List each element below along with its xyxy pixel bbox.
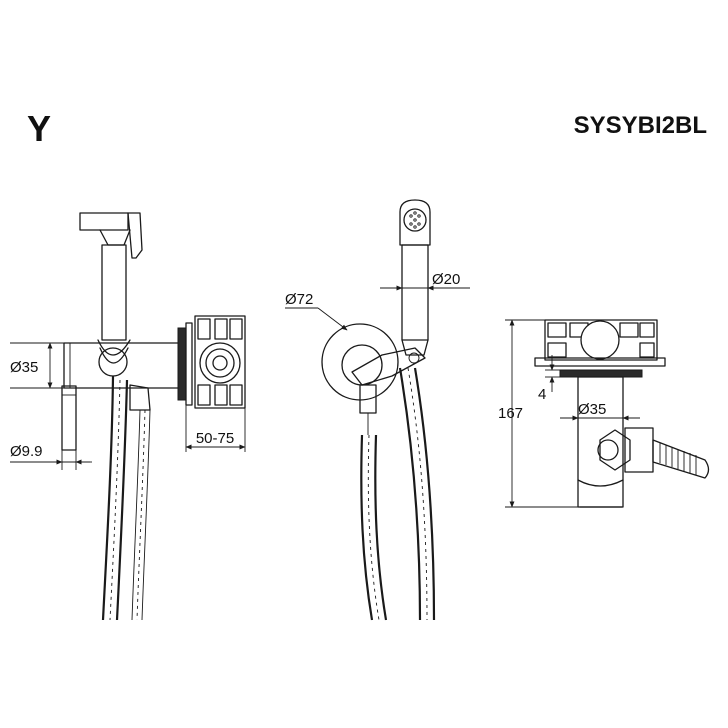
dim-plate-thickness: 4 <box>538 355 560 403</box>
label-body-diameter: Ø35 <box>10 359 38 376</box>
wall-plate <box>559 369 643 378</box>
label-side-body-diameter: Ø35 <box>578 401 606 418</box>
label-height: 167 <box>498 405 523 422</box>
hose-left <box>101 375 151 621</box>
front-view: Ø20 Ø72 <box>285 199 470 621</box>
brand-letter: Y <box>27 108 51 149</box>
sprayer-head <box>79 212 143 341</box>
label-outlet-diameter: Ø9.9 <box>10 443 43 460</box>
label-plate-diameter: Ø72 <box>285 291 313 308</box>
valve-body-top <box>534 319 666 367</box>
body-vertical <box>577 376 710 508</box>
round-plate <box>321 323 426 435</box>
label-handle-diameter: Ø20 <box>432 271 460 288</box>
left-view: Ø35 Ø9.9 50-75 <box>10 212 246 621</box>
valve-body-side <box>194 315 246 409</box>
dim-outlet-diameter: Ø9.9 <box>10 440 92 470</box>
dim-body-diameter: Ø35 <box>10 342 64 389</box>
dim-height: 167 <box>498 319 578 508</box>
dim-plate-diameter: Ø72 <box>285 291 348 331</box>
side-view: 167 4 Ø35 <box>498 319 710 508</box>
dim-side-body-diameter: Ø35 <box>560 401 640 421</box>
label-plate-thickness: 4 <box>538 386 546 403</box>
dim-handle-diameter: Ø20 <box>380 271 470 291</box>
model-code: SYSYBI2BL <box>574 112 707 139</box>
dim-wall-depth: 50-75 <box>185 405 246 452</box>
sprayer-front <box>399 199 431 356</box>
label-wall-depth: 50-75 <box>196 430 234 447</box>
hose-front <box>360 367 436 621</box>
